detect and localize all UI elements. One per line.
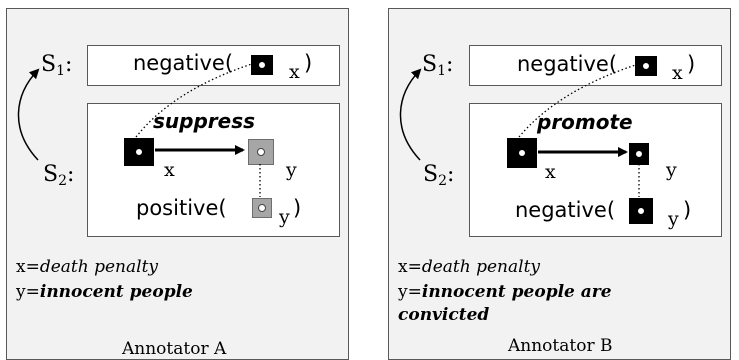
s2-label: S2:	[423, 162, 455, 189]
s2-entity-var: y	[668, 208, 679, 230]
s1-close-paren: )	[687, 52, 696, 76]
s1-predicate: negative(	[133, 51, 234, 75]
s1-label: S1:	[422, 52, 454, 79]
annotator-a-caption: Annotator A	[122, 339, 227, 359]
node-x-label: x	[164, 159, 175, 181]
s1-entity-node	[635, 56, 657, 76]
node-y-label: y	[286, 159, 297, 181]
definition-x: x=death penalty	[398, 257, 541, 277]
annotator-a-panel: S1: S2: negative( x ) suppress x y posit…	[6, 8, 349, 360]
definition-y: y=innocent people are	[398, 282, 612, 302]
s2-entity-var: y	[279, 206, 290, 228]
relation-label: promote	[537, 110, 633, 134]
definition-y: y=innocent people	[16, 282, 193, 302]
node-y	[629, 143, 649, 165]
node-x	[507, 138, 537, 168]
annotator-b-panel: S1: S2: negative( x ) promote x y negati…	[388, 8, 731, 360]
s2-predicate: negative(	[515, 198, 616, 222]
s1-close-paren: )	[304, 51, 313, 75]
node-x	[124, 138, 154, 166]
s2-predicate: positive(	[136, 196, 227, 220]
s2-entity-node	[629, 198, 653, 224]
s2-close-paren: )	[683, 198, 692, 222]
s1-label: S1:	[41, 52, 73, 79]
definition-x: x=death penalty	[16, 257, 159, 277]
s2-label: S2:	[43, 162, 75, 189]
s2-entity-node	[252, 198, 272, 218]
annotator-b-caption: Annotator B	[508, 336, 613, 356]
relation-label: suppress	[153, 109, 256, 133]
s1-entity-var: x	[289, 61, 300, 83]
s1-predicate: negative(	[517, 52, 618, 76]
node-x-label: x	[545, 161, 556, 183]
node-y-label: y	[666, 159, 677, 181]
s1-entity-node	[251, 55, 273, 75]
node-y	[248, 139, 274, 165]
s1-entity-var: x	[672, 62, 683, 84]
s2-close-paren: )	[293, 196, 302, 220]
definition-y-continued: convicted	[398, 305, 490, 325]
